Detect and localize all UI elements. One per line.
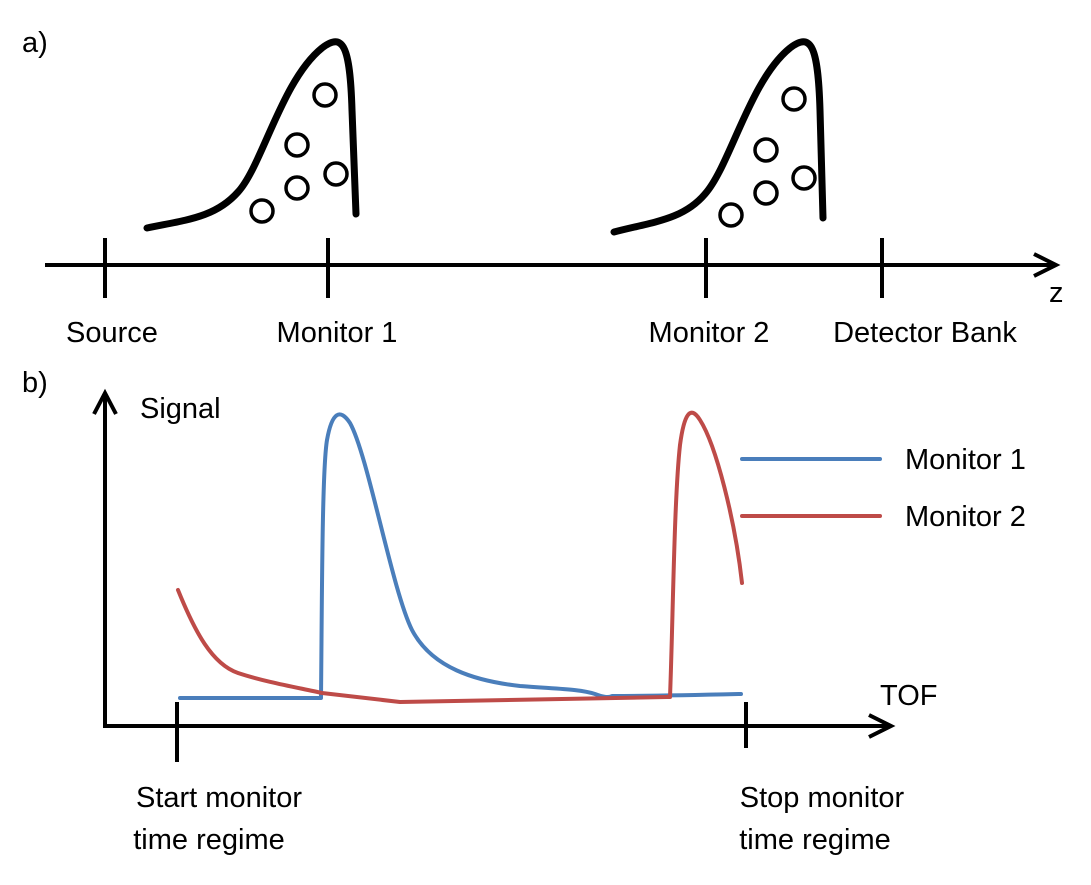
start-label-line-1: Start monitor bbox=[136, 782, 302, 814]
particle bbox=[323, 161, 349, 187]
panel-b: b) Signal TOF Start monitor time regime … bbox=[22, 367, 1026, 856]
z-axis-arrowhead bbox=[1033, 252, 1061, 278]
neutron-pulse-1 bbox=[143, 38, 360, 232]
legend: Monitor 1 Monitor 2 bbox=[740, 444, 1026, 533]
monitor-1-signal-curve bbox=[178, 412, 743, 700]
monitor-2-label: Monitor 2 bbox=[649, 317, 770, 349]
monitor-1-label: Monitor 1 bbox=[277, 317, 398, 349]
tof-axis-label: TOF bbox=[880, 680, 937, 712]
panel-a: a) z Source Monitor 1 Monitor 2 Detector… bbox=[22, 27, 1064, 349]
pulse-2-envelope bbox=[610, 38, 827, 236]
panel-a-label: a) bbox=[22, 27, 48, 59]
legend-label-monitor-1: Monitor 1 bbox=[905, 444, 1026, 476]
legend-item-monitor-2: Monitor 2 bbox=[740, 501, 1026, 533]
legend-item-monitor-1: Monitor 1 bbox=[740, 444, 1026, 476]
particle bbox=[791, 165, 817, 191]
pulse-1-envelope bbox=[143, 38, 360, 232]
legend-label-monitor-2: Monitor 2 bbox=[905, 501, 1026, 533]
particle bbox=[753, 137, 779, 163]
source-label: Source bbox=[66, 317, 158, 349]
particle bbox=[718, 202, 744, 228]
particle bbox=[781, 86, 807, 112]
tof-axis-arrowhead bbox=[868, 713, 896, 739]
particle bbox=[312, 82, 338, 108]
z-axis-label: z bbox=[1049, 277, 1064, 309]
signal-axis-label: Signal bbox=[140, 393, 221, 425]
particle bbox=[249, 198, 275, 224]
particle bbox=[284, 175, 310, 201]
neutron-pulse-2 bbox=[610, 38, 827, 236]
particle bbox=[753, 180, 779, 206]
stop-label-line-2: time regime bbox=[739, 824, 891, 856]
stop-label-line-1: Stop monitor bbox=[740, 782, 905, 814]
monitor-2-signal-curve bbox=[176, 410, 744, 704]
start-label-line-2: time regime bbox=[133, 824, 285, 856]
signal-axis-arrowhead bbox=[92, 388, 118, 415]
detector-bank-label: Detector Bank bbox=[833, 317, 1017, 349]
panel-b-label: b) bbox=[22, 367, 48, 399]
particle bbox=[284, 132, 310, 158]
